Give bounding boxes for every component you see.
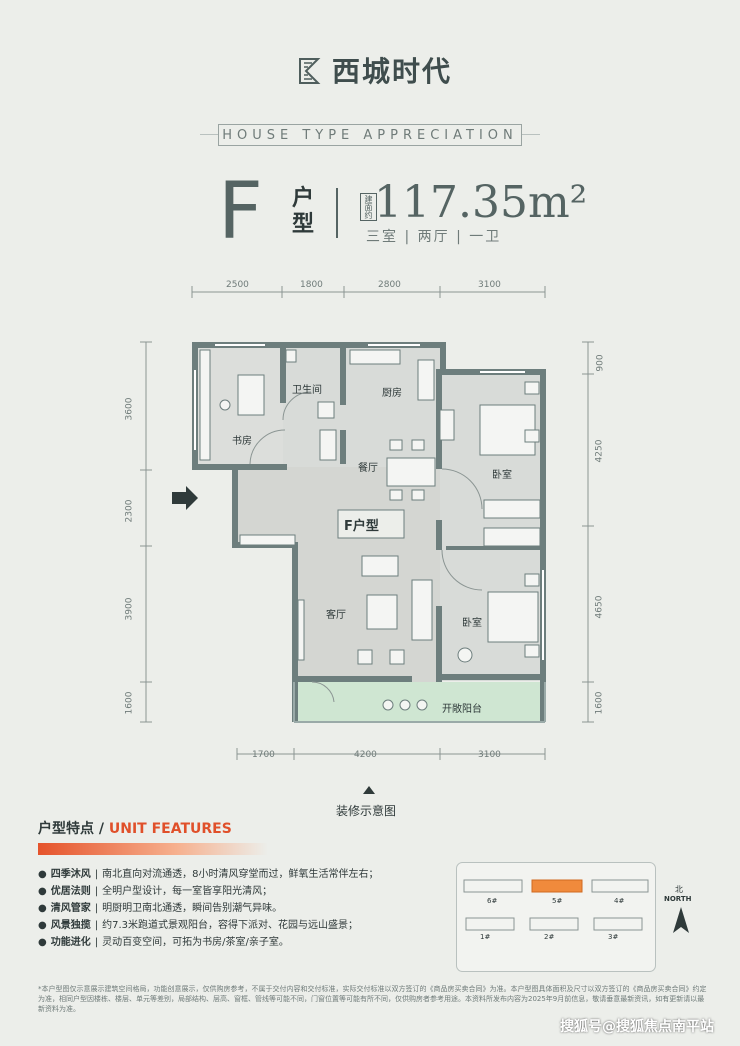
unit-label-line1: 户: [292, 186, 315, 211]
entrance-arrow-icon: [172, 486, 198, 510]
dimension-lines: [140, 286, 594, 760]
caption-triangle-icon: [363, 786, 375, 794]
compass-arrow-icon: [673, 907, 689, 933]
room-bedroom-2: 卧室: [462, 618, 482, 629]
site-label-1: 1#: [480, 933, 491, 941]
site-label-4: 4#: [614, 897, 625, 905]
unit-letter: F: [218, 167, 263, 257]
plan-label-box: [337, 509, 405, 539]
dim-right-3: 4650: [594, 595, 605, 619]
feature-item: ●优居法则|全明户型设计，每一室皆享阳光清风；: [38, 883, 378, 900]
bullet-icon: ●: [38, 920, 47, 931]
unit-rooms: 三室 | 两厅 | 一卫: [366, 229, 502, 245]
compass-cn: 北: [675, 885, 683, 894]
dim-bottom-1: 1700: [252, 750, 275, 760]
area-tag: 建面约: [360, 193, 377, 221]
site-label-6: 6#: [487, 897, 498, 905]
windows: [194, 344, 544, 660]
features-title-cn: 户型特点 /: [38, 821, 109, 837]
watermark: 搜狐号@搜狐焦点南平站: [560, 1019, 714, 1035]
dim-right-4: 1600: [594, 691, 605, 715]
walls: [192, 342, 546, 722]
site-buildings: [463, 879, 649, 931]
compass-en: NORTH: [664, 895, 692, 903]
feature-item: ●清风管家|明厨明卫南北通透，瞬间告别潮气异味。: [38, 900, 378, 917]
plan-caption: 装修示意图: [336, 804, 397, 818]
dim-top-3: 2800: [378, 280, 401, 290]
unit-label-line2: 型: [292, 212, 315, 237]
room-living: 客厅: [326, 610, 346, 621]
bullet-icon: ●: [38, 869, 47, 880]
dim-top-1: 2500: [226, 280, 249, 290]
site-building-highlight: [531, 879, 583, 893]
bullet-icon: ●: [38, 886, 47, 897]
site-label-3: 3#: [608, 933, 619, 941]
doors: [249, 391, 483, 703]
features-list: ●四季沐风|南北直向对流通透，8小时清风穿堂而过，鲜氧生活常伴左右； ●优居法则…: [38, 866, 378, 951]
site-label-2: 2#: [544, 933, 555, 941]
room-study: 书房: [232, 436, 252, 447]
disclaimer: *本户型图仅示意展示建筑空间格局，功能创意展示，仅供购房参考，不属于交付内容和交…: [38, 985, 707, 1013]
room-dining: 餐厅: [358, 463, 378, 474]
dim-left-4: 1600: [124, 691, 135, 715]
dim-top-2: 1800: [300, 280, 323, 290]
plan-label: F户型: [344, 519, 379, 534]
balcony-rail: [293, 682, 546, 723]
site-plan-frame: [456, 862, 656, 972]
dim-left-1: 3600: [124, 397, 135, 421]
site-label-5: 5#: [552, 897, 563, 905]
dim-left-3: 3900: [124, 597, 135, 621]
features-title-en: UNIT FEATURES: [108, 821, 232, 837]
header-separator: [336, 188, 338, 238]
brand-logo: 西城时代: [298, 50, 452, 90]
bullet-icon: ●: [38, 937, 47, 948]
room-kitchen: 厨房: [382, 388, 402, 399]
dim-right-1: 900: [595, 354, 606, 372]
feature-item: ●四季沐风|南北直向对流通透，8小时清风穿堂而过，鲜氧生活常伴左右；: [38, 866, 378, 883]
dim-left-2: 2300: [124, 499, 135, 523]
dim-right-2: 4250: [594, 439, 605, 463]
unit-label: 户 型: [292, 186, 316, 238]
unit-area: 117.35m²: [374, 177, 588, 228]
dim-top-4: 3100: [478, 280, 501, 290]
feature-item: ●功能进化|灵动百变空间，可拓为书房/茶室/亲子室。: [38, 934, 378, 951]
features-title: 户型特点 / UNIT FEATURES: [38, 818, 232, 838]
dim-bottom-2: 4200: [354, 750, 377, 760]
room-balcony: 开敞阳台: [442, 704, 482, 715]
bullet-icon: ●: [38, 903, 47, 914]
dim-bottom-3: 3100: [478, 750, 501, 760]
features-gradient-bar: [38, 843, 268, 855]
brand-name: 西城时代: [332, 55, 453, 88]
room-bedroom-1: 卧室: [492, 470, 512, 481]
section-banner: HOUSE TYPE APPRECIATION: [218, 124, 522, 146]
brand-mark-icon: [299, 58, 321, 84]
feature-item: ●风景独揽|约7.3米跑道式景观阳台，容得下派对、花园与远山盛景；: [38, 917, 378, 934]
furniture: [199, 349, 541, 711]
site-plan: [456, 862, 656, 972]
room-bathroom: 卫生间: [292, 385, 322, 396]
floor-plan: [140, 286, 594, 760]
